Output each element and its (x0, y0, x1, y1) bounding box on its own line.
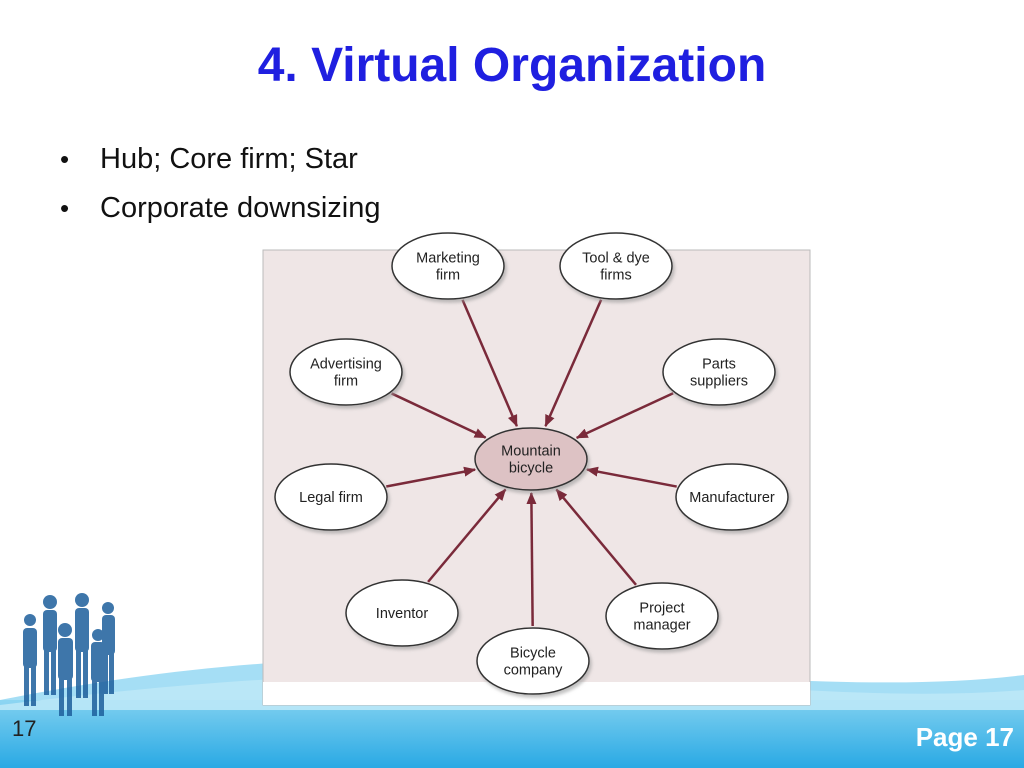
node-manufacturer: Manufacturer (675, 463, 789, 531)
node-label: Inventor (376, 606, 429, 622)
arrow-inventor-to-hub (427, 488, 507, 583)
arrow-manufacturer-to-hub (585, 466, 677, 488)
node-ellipse (289, 338, 403, 406)
node-ellipse (559, 232, 673, 300)
slide-number: 17 (12, 716, 37, 741)
node-label: firm (334, 374, 358, 390)
node-label: firms (600, 268, 631, 284)
arrow-parts-suppliers-to-hub (575, 392, 674, 439)
node-label: Advertising (310, 357, 382, 373)
business-people-icon (23, 593, 115, 716)
node-ellipse (274, 463, 388, 531)
node-label: bicycle (509, 461, 553, 477)
node-label: Mountain (501, 444, 561, 460)
node-inventor: Inventor (345, 579, 459, 647)
node-label: Tool & dye (582, 251, 650, 267)
node-label: company (504, 663, 564, 679)
bullet-list: • Hub; Core firm; Star • Corporate downs… (55, 135, 380, 233)
arrow-project-manager-to-hub (555, 488, 637, 586)
arrow-legal-firm-to-hub (386, 466, 477, 488)
node-label: Parts (702, 357, 736, 373)
node-label: Marketing (416, 251, 480, 267)
node-ellipse (474, 427, 588, 491)
bullet-dot-icon: • (60, 144, 70, 174)
bullet-item: • Corporate downsizing (55, 184, 380, 233)
bullet-dot-icon: • (60, 193, 70, 223)
node-ellipse (605, 582, 719, 650)
node-ellipse (391, 232, 505, 300)
footer-band (0, 700, 1024, 768)
slide-title: 4. Virtual Organization (257, 39, 767, 92)
bullet-item: • Hub; Core firm; Star (55, 135, 380, 184)
diagram-edges (386, 299, 677, 627)
node-label: Bicycle (510, 646, 556, 662)
arrow-advertising-firm-to-hub (391, 392, 487, 439)
node-label: firm (436, 268, 460, 284)
node-label: Legal firm (299, 490, 363, 506)
arrow-tool-dye-firms-to-hub (544, 299, 603, 428)
page-label: Page 17 (915, 722, 1014, 752)
node-legal-firm: Legal firm (274, 463, 388, 531)
bullet-text: Corporate downsizing (100, 192, 381, 224)
node-ellipse (476, 627, 590, 695)
node-label: Project (639, 601, 684, 617)
node-ellipse (345, 579, 459, 647)
node-label: suppliers (690, 374, 748, 390)
bullet-text: Hub; Core firm; Star (100, 143, 358, 175)
node-ellipse (662, 338, 776, 406)
node-label: Manufacturer (689, 490, 775, 506)
arrow-marketing-firm-to-hub (461, 299, 518, 428)
arrow-bicycle-company-to-hub (526, 491, 537, 627)
node-ellipse (675, 463, 789, 531)
node-label: manager (633, 618, 690, 634)
